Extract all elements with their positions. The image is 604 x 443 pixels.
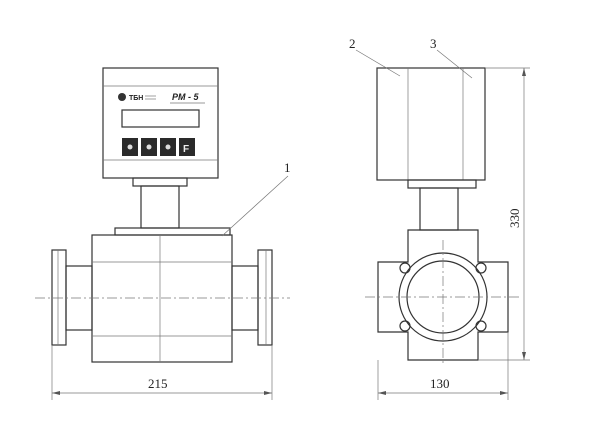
collar	[132, 177, 188, 187]
callout-2: 2	[349, 36, 356, 51]
bolt-hole	[399, 262, 411, 274]
key-f	[179, 138, 195, 156]
leader-1	[221, 175, 289, 237]
bolt-hole	[399, 320, 411, 332]
model-label: РМ - 5	[172, 92, 199, 102]
lcd-screen	[121, 109, 200, 128]
mounting-plate	[114, 227, 231, 236]
callout-1: 1	[284, 160, 291, 175]
leader-2	[355, 49, 401, 77]
bolt-hole	[475, 320, 487, 332]
side-view: 130 330 2 3	[349, 36, 530, 400]
dimension-width: 130	[430, 376, 450, 391]
right-flange	[257, 249, 273, 346]
stem	[140, 185, 180, 229]
sensor-body	[91, 234, 233, 363]
dimension-height: 330	[507, 209, 522, 229]
front-view: ТБН РМ - 5 F 215 1	[35, 67, 291, 400]
display-housing	[102, 67, 219, 179]
display-housing-side	[376, 67, 486, 181]
bolt-hole	[475, 262, 487, 274]
function-key-label: F	[183, 144, 189, 155]
brand-label: ТБН	[129, 95, 143, 102]
stem-side	[419, 187, 459, 231]
left-flange	[51, 249, 67, 346]
dimension-length: 215	[148, 376, 168, 391]
leader-3	[436, 49, 473, 79]
callout-3: 3	[430, 36, 437, 51]
collar-side	[407, 179, 477, 189]
brand-logo-icon	[118, 93, 126, 101]
display-panel: ТБН РМ - 5 F	[118, 92, 205, 156]
